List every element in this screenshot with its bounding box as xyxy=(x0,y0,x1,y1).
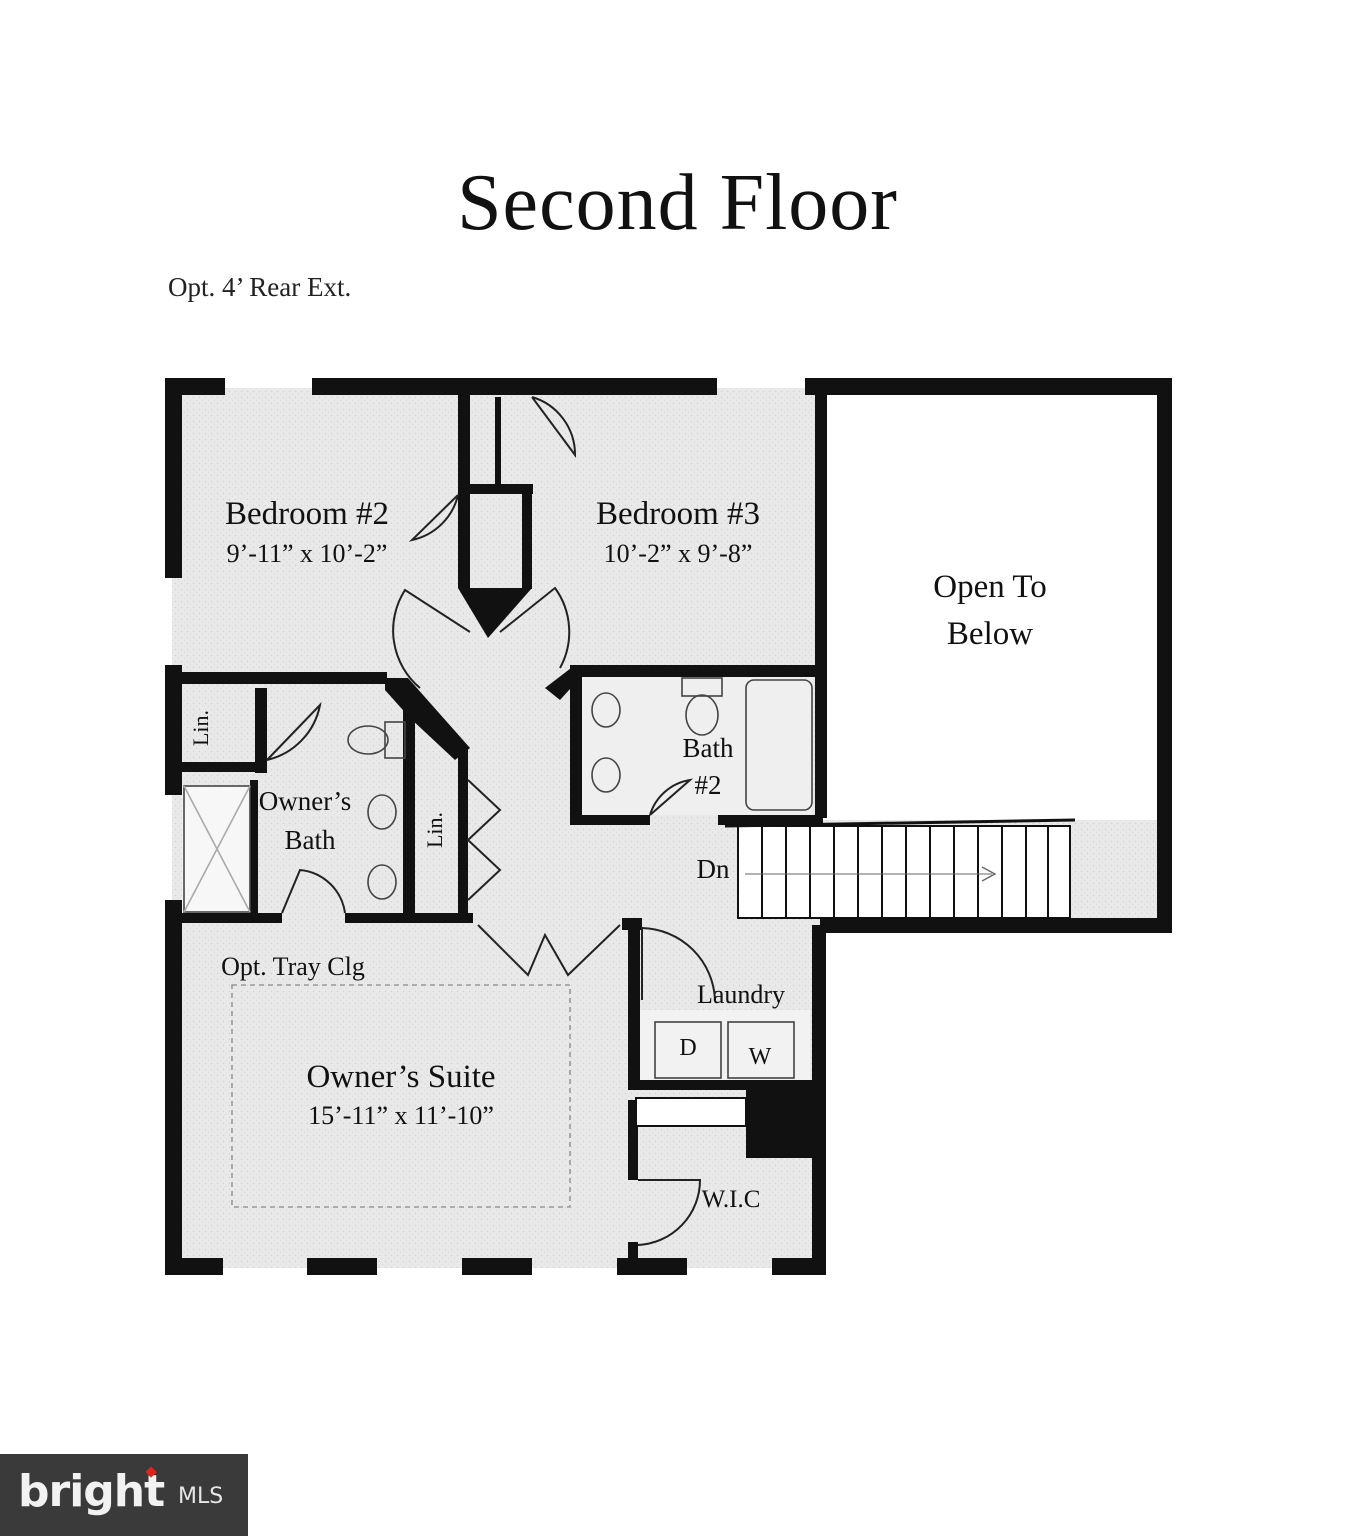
wic-label: W.I.C xyxy=(702,1186,761,1213)
bedroom2-dims: 9’-11” x 10’-2” xyxy=(227,539,388,568)
owners-bath-line2: Bath xyxy=(285,825,336,855)
staircase xyxy=(724,818,1076,919)
door-swings xyxy=(266,396,716,1246)
owners-suite-name: Owner’s Suite xyxy=(306,1059,495,1095)
tray-ceiling-label: Opt. Tray Clg xyxy=(221,952,365,981)
dryer-label: D xyxy=(679,1035,696,1061)
bath2-line1: Bath xyxy=(683,733,734,763)
logo-wordmark: bright xyxy=(18,1466,165,1517)
linen-label-1: Lin. xyxy=(188,710,213,746)
linen-label-2: Lin. xyxy=(422,812,447,848)
washer-label: W xyxy=(749,1044,772,1070)
plan-title: Second Floor xyxy=(457,159,898,247)
room-labels: Bedroom #2 9’-11” x 10’-2” Bedroom #3 10… xyxy=(188,496,1047,1213)
logo-suffix: MLS xyxy=(178,1484,224,1509)
owners-bath-line1: Owner’s xyxy=(259,786,351,816)
laundry-label: Laundry xyxy=(697,980,785,1009)
walls xyxy=(165,378,1172,1275)
bedroom2-name: Bedroom #2 xyxy=(225,496,389,532)
fixtures xyxy=(183,677,813,1208)
open-below-line2: Below xyxy=(947,616,1033,652)
bright-mls-logo: bright MLS xyxy=(0,1454,248,1536)
open-below-line1: Open To xyxy=(933,569,1047,605)
bedroom3-dims: 10’-2” x 9’-8” xyxy=(604,539,753,568)
owners-suite-dims: 15’-11” x 11’-10” xyxy=(308,1101,494,1130)
bedroom3-name: Bedroom #3 xyxy=(596,496,760,532)
bath2-line2: #2 xyxy=(695,770,722,800)
stairs-down-label: Dn xyxy=(697,854,730,884)
plan-subtitle: Opt. 4’ Rear Ext. xyxy=(168,272,352,302)
